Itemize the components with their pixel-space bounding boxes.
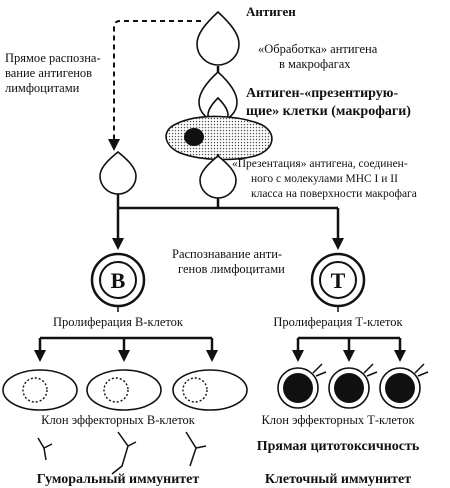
cytotoxicity-label: Прямая цитотоксичность [257,439,420,454]
direct-recognition-path [113,20,201,140]
antibody-3 [185,431,207,467]
t-proliferation-label: Пролиферация Т-клеток [273,315,403,329]
effector-t-cell-3 [379,363,429,409]
cellular-immunity-label: Клеточный иммунитет [265,472,411,487]
b-proliferation-label: Пролиферация В-клеток [53,315,184,329]
presentation-label-1: «Презентация» антигена, соединен- [232,158,408,170]
humoral-immunity-label: Гуморальный иммунитет [37,472,200,487]
recognition-label-2: генов лимфоцитами [178,262,285,276]
antibody-2 [111,431,137,475]
effector-t-cell-1 [277,363,327,409]
t-arrowhead-3 [394,350,406,362]
plasma-cell-3 [172,369,248,411]
arrowhead-to-b [112,238,124,250]
apc-label-1: Антиген-«презентирую- [246,86,398,101]
apc-label-2: щие» клетки (макрофаги) [246,104,411,119]
direct-label-3: лимфоцитами [5,81,80,95]
presented-antigen-drop [199,154,237,199]
t-arrowhead-2 [343,350,355,362]
effector-t-cell-2 [328,363,378,409]
arrowhead-to-t [332,238,344,250]
processing-label-1: «Обработка» антигена [258,42,378,56]
t-lymphocyte: Т [310,252,366,308]
macrophage-nucleus [184,128,204,146]
direct-label-1: Прямое распозна- [5,51,101,65]
t-arrowhead-1 [292,350,304,362]
antibody-1 [37,437,53,461]
t-cell-letter: Т [331,268,346,293]
direct-antigen-drop [99,150,137,195]
direct-arrowhead [108,139,120,151]
plasma-cell-2 [86,369,162,411]
t-clone-label: Клон эффекторных Т-клеток [261,413,415,427]
antigen-drop [196,10,240,66]
b-clone-label: Клон эффекторных В-клеток [41,413,196,427]
plasma-cell-1 [2,369,78,411]
b-arrowhead-1 [34,350,46,362]
processing-label-2: в макрофагах [279,57,351,71]
b-arrowhead-3 [206,350,218,362]
antigen-label: Антиген [246,4,296,19]
presentation-label-2: ного с молекулами МНС I и II [251,173,398,185]
macrophage-cell [165,115,273,161]
presentation-label-3: класса на поверхности макрофага [251,188,417,200]
b-lymphocyte: В [90,252,146,308]
antibodies [37,431,207,475]
b-cell-letter: В [111,268,126,293]
b-arrowhead-2 [118,350,130,362]
direct-label-2: вание антигенов [5,66,92,80]
recognition-label-1: Распознавание анти- [172,247,282,261]
